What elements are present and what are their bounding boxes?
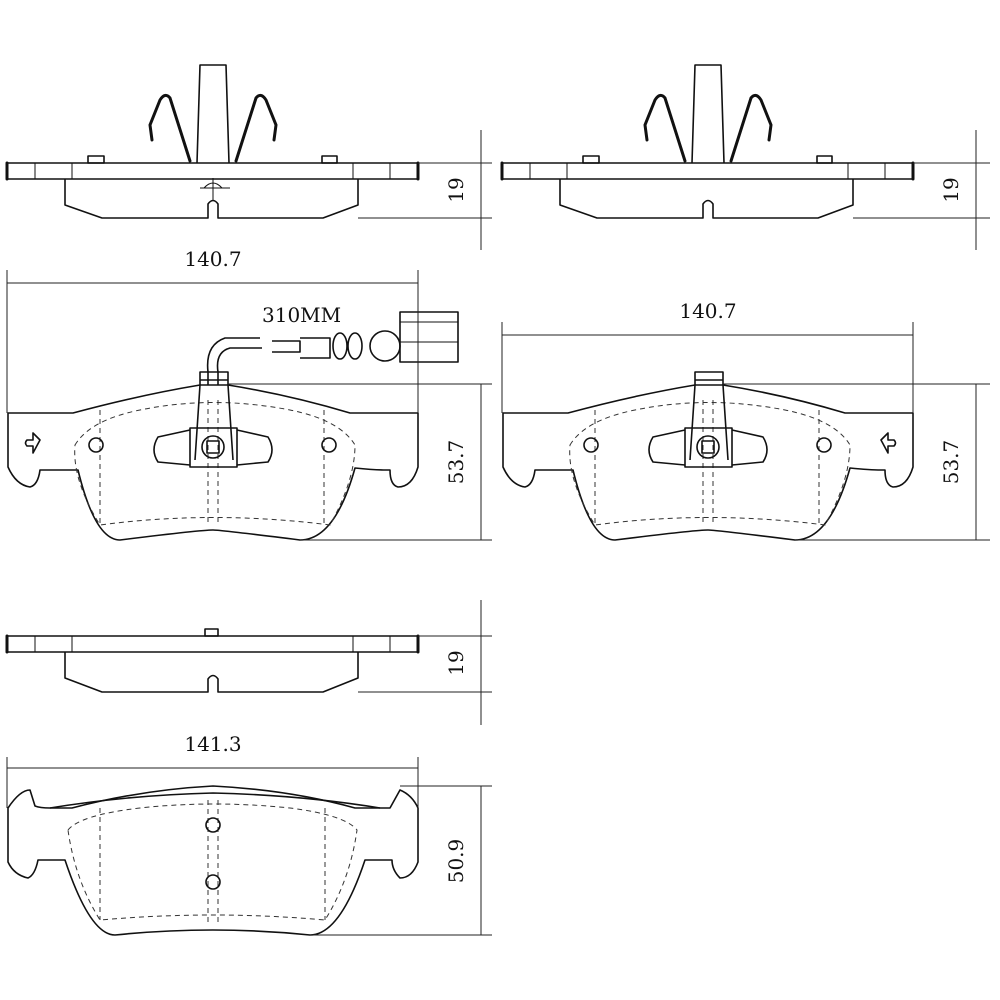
pad-1-width-dimension: 140.7 [6,247,419,413]
pad-2-height-dimension: 53.7 [723,383,990,541]
wire-length-label: 310MM [262,303,341,327]
pad-1-thickness-dimension: 19 [358,130,492,250]
pad-3-thickness-dimension: 19 [358,600,492,725]
pad-2-side-view [500,63,915,220]
wear-sensor-wire [206,311,459,373]
pad-3-height-dimension: 50.9 [310,785,492,936]
pad-1-thickness-label: 19 [444,177,468,202]
pad-3-thickness-label: 19 [444,650,468,675]
pad-1-height-dimension: 53.7 [228,383,492,541]
pad-2-thickness-dimension: 19 [853,130,990,250]
direction-arrow-icon [24,432,41,454]
pad-2-face-view [502,371,914,541]
pad-3-width-label: 141.3 [184,732,241,756]
pad-2-width-label: 140.7 [679,299,736,323]
pad-3-side-view [5,628,420,693]
pad-1-face-view: 310MM [7,303,459,541]
center-mark-icon [200,178,230,200]
pad-3-height-label: 50.9 [444,839,468,884]
pad-1-side-view [5,63,420,220]
direction-arrow-icon [880,432,897,454]
pad-1-height-label: 53.7 [444,440,468,485]
pad-2-width-dimension: 140.7 [501,299,914,413]
pad-3-face-view [7,785,419,936]
pad-2-height-label: 53.7 [939,440,963,485]
pad-2-thickness-label: 19 [939,177,963,202]
pad-1-width-label: 140.7 [184,247,241,271]
pad-3-width-dimension: 141.3 [6,732,419,808]
